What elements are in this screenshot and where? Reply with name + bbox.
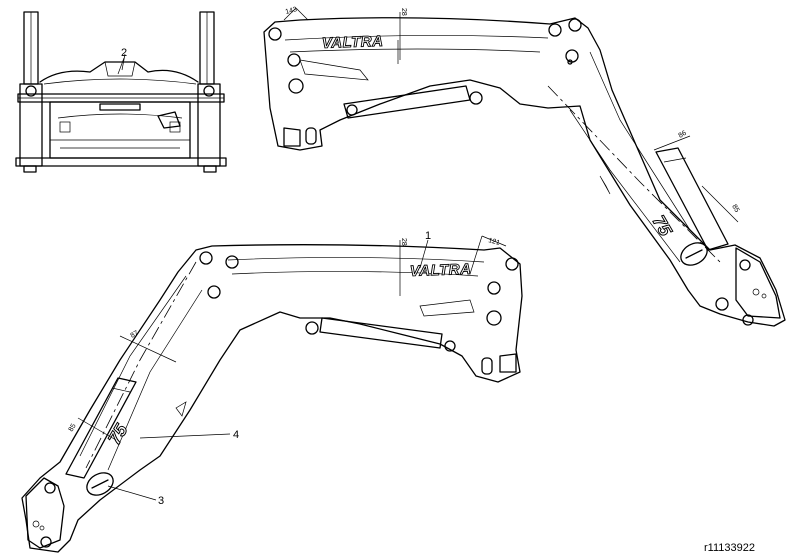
loader-arm-right-view: VALTRA 75 143 28 86 85	[263, 6, 786, 327]
dim-right-offset: 143	[285, 6, 298, 16]
dim-right-height: 28	[400, 8, 407, 16]
dim-left-decal: 85	[68, 423, 78, 433]
dim-right-stripe: 86	[678, 130, 688, 140]
drawing-reference-number: r11133922	[704, 542, 755, 554]
callouts: 2 1 4 3	[107, 47, 431, 507]
decal-brand-right: VALTRA	[322, 33, 384, 52]
dim-right-decal: 85	[730, 204, 740, 214]
dim-left-offset: 121	[487, 237, 500, 247]
loader-front-view	[15, 11, 227, 173]
callout-3: 3	[158, 495, 164, 507]
dim-left-stripe: 87	[130, 330, 140, 340]
callout-4: 4	[233, 429, 239, 441]
decal-brand-left: VALTRA	[410, 261, 472, 280]
loader-arm-left-view: VALTRA 75 28 121 87 85	[21, 235, 523, 553]
callout-2: 2	[121, 47, 127, 59]
dim-left-height: 28	[400, 238, 407, 246]
callout-1: 1	[425, 230, 431, 242]
